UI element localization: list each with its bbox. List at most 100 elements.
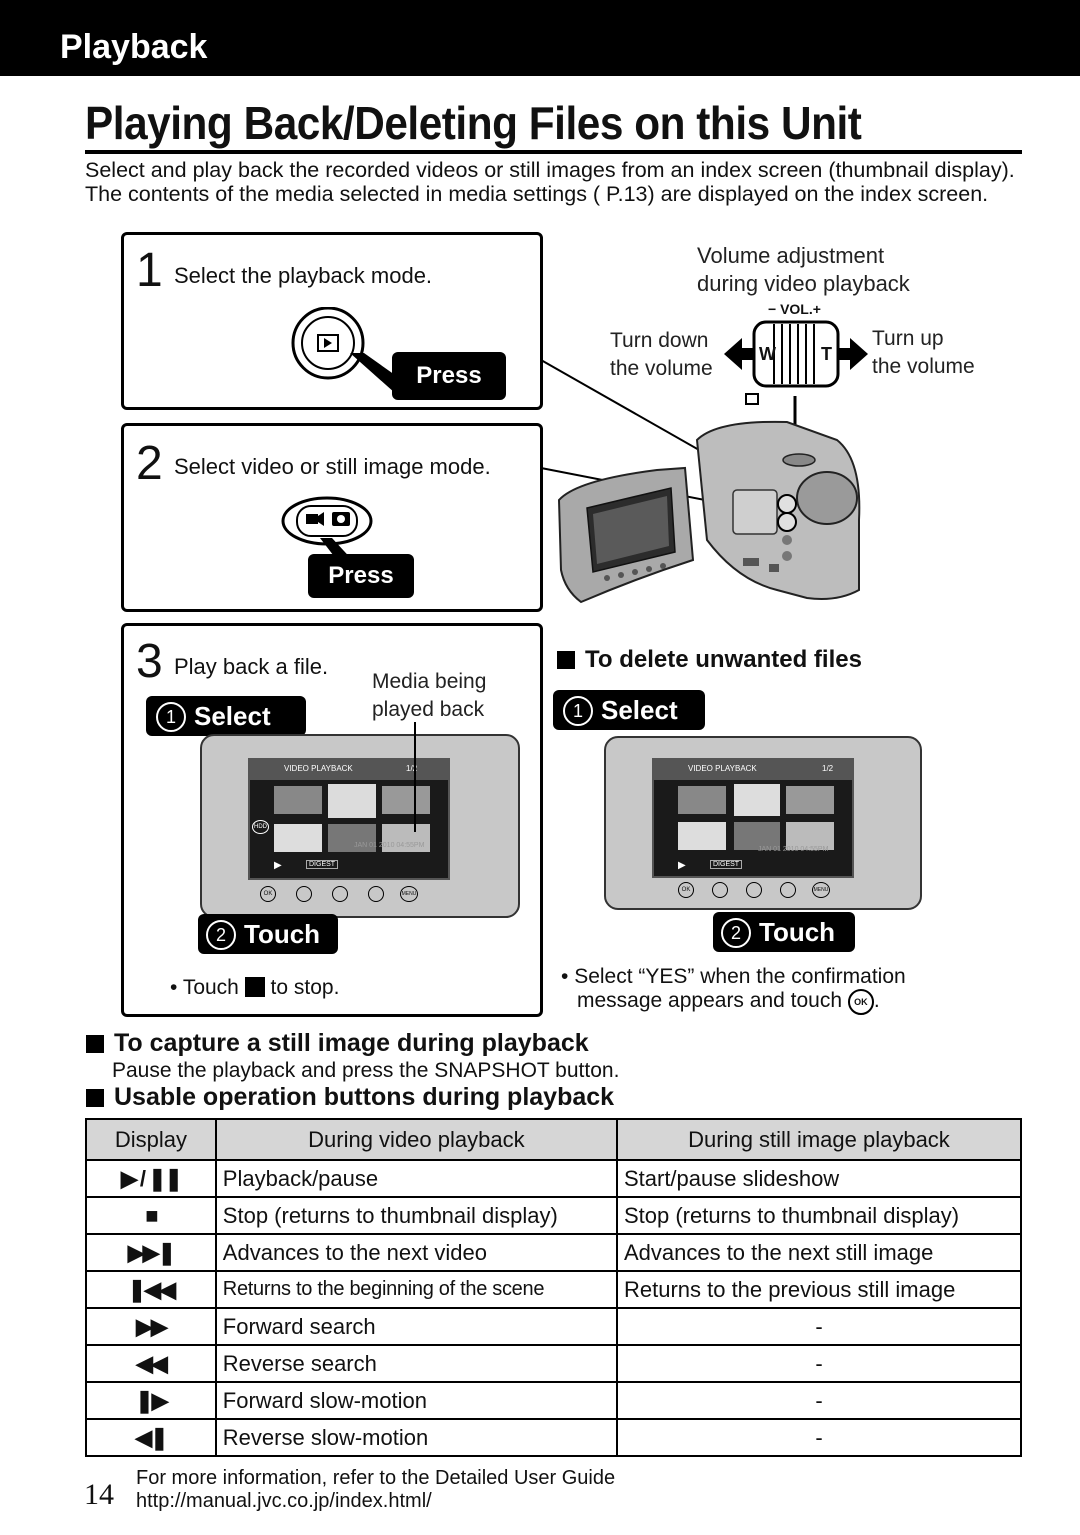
step3-note: • Touch to stop. xyxy=(170,976,340,999)
rewind-icon: ◀◀ xyxy=(85,1344,217,1383)
section-label: Playback xyxy=(60,28,208,66)
step2-number: 2 xyxy=(136,437,163,490)
delete-note-line2: message appears and touch OK. xyxy=(577,989,880,1015)
delete-screen-page: 1/2 xyxy=(822,764,834,773)
step1-press-label: Press xyxy=(392,352,506,400)
turn-down-line2: the volume xyxy=(610,357,713,380)
video-cell: Playback/pause xyxy=(214,1159,618,1198)
table-row: ▶▶❚ Advances to the next video Advances … xyxy=(85,1233,1023,1272)
screen-button-4[interactable] xyxy=(368,886,384,902)
delete-screen-button-3[interactable] xyxy=(746,882,762,898)
delete-trash-button[interactable] xyxy=(780,882,796,898)
delete-screen-button-2[interactable] xyxy=(712,882,728,898)
delete-screen-digest-button[interactable]: DIGEST xyxy=(710,860,743,869)
turn-up-line1: Turn up xyxy=(872,327,944,350)
screen-menu-button[interactable]: MENU xyxy=(400,886,418,902)
screen-ok-button[interactable]: OK xyxy=(260,886,276,902)
fast-forward-icon: ▶▶ xyxy=(85,1307,217,1346)
screen-button-2[interactable] xyxy=(296,886,312,902)
screen-digest-button[interactable]: DIGEST xyxy=(306,860,339,869)
page-title: Playing Back/Deleting Files on this Unit xyxy=(85,97,862,149)
screen-title: VIDEO PLAYBACK xyxy=(284,764,353,773)
lcd-screen-delete: VIDEO PLAYBACK 1/2 JAN 01 2010 04:55PM ▶… xyxy=(604,736,922,910)
still-cell: Returns to the previous still image xyxy=(615,1270,1023,1309)
video-cell: Stop (returns to thumbnail display) xyxy=(214,1196,618,1235)
number-1-icon: 1 xyxy=(156,702,186,732)
lever-t-label: T xyxy=(821,344,832,364)
table-row: ❚◀◀ Returns to the beginning of the scen… xyxy=(85,1270,1023,1309)
delete-select-pill: 1 Select xyxy=(553,690,705,730)
table-header-row: Display During video playback During sti… xyxy=(85,1118,1023,1161)
lcd-screen-step3: VIDEO PLAYBACK 1/2 JAN 01 2010 04:55PM H… xyxy=(200,734,520,918)
still-cell: - xyxy=(615,1381,1023,1420)
turn-down-line1: Turn down xyxy=(610,329,709,352)
table-row: ■ Stop (returns to thumbnail display) St… xyxy=(85,1196,1023,1235)
media-label-line: Media being played back xyxy=(372,670,487,721)
ok-button-icon: OK xyxy=(847,989,874,1015)
delete-screen-date: JAN 01 2010 04:55PM xyxy=(758,846,829,853)
note-touch: Touch xyxy=(182,976,239,999)
screen-button-3[interactable] xyxy=(332,886,348,902)
video-still-mode-button-icon[interactable] xyxy=(280,496,374,548)
delete-screen-title: VIDEO PLAYBACK xyxy=(688,764,757,773)
delete-ok-button[interactable]: OK xyxy=(678,882,694,898)
screen-hdd-icon[interactable]: HDD xyxy=(252,820,269,834)
volume-heading-line2: during video playback xyxy=(697,271,910,296)
video-cell: Reverse search xyxy=(214,1344,618,1383)
slow-forward-icon: ❚▶ xyxy=(85,1381,217,1420)
lever-w-label: W xyxy=(759,344,776,364)
header-still: During still image playback xyxy=(615,1118,1023,1161)
number-1-icon: 1 xyxy=(563,696,593,726)
table-row: ▶ / ❚❚ Playback/pause Start/pause slides… xyxy=(85,1159,1023,1198)
stop-icon xyxy=(244,977,265,997)
delete-menu-button[interactable]: MENU xyxy=(812,882,830,898)
capture-heading-text: To capture a still image during playback xyxy=(114,1029,589,1057)
screen-play-icon[interactable]: ▶ xyxy=(274,860,282,871)
step2-text: Select video or still image mode. xyxy=(174,454,491,479)
footer-url[interactable]: http://manual.jvc.co.jp/index.html/ xyxy=(136,1490,432,1512)
step1-number: 1 xyxy=(136,244,163,297)
intro-paragraph: Select and play back the recorded videos… xyxy=(85,158,1015,206)
step3-text: Play back a file. xyxy=(174,654,329,679)
step1-text: Select the playback mode. xyxy=(174,263,433,288)
page-number: 14 xyxy=(84,1478,114,1511)
table-row: ◀◀ Reverse search - xyxy=(85,1344,1023,1383)
stop-icon: ■ xyxy=(85,1196,217,1235)
delete-select-label: Select xyxy=(601,695,678,725)
note-stop: to stop. xyxy=(270,976,340,999)
touch-label: Touch xyxy=(244,919,321,949)
section-banner xyxy=(0,0,1080,76)
number-2-icon: 2 xyxy=(206,920,236,950)
screen-date: JAN 01 2010 04:55PM xyxy=(354,842,425,849)
delete-screen-play-icon[interactable]: ▶ xyxy=(678,860,686,871)
step1-box: 1 Select the playback mode. Press xyxy=(121,232,543,410)
still-cell: Stop (returns to thumbnail display) xyxy=(615,1196,1023,1235)
step3-number: 3 xyxy=(136,635,163,688)
zoom-volume-lever-icon[interactable] xyxy=(722,318,872,408)
vol-label: − VOL.+ xyxy=(768,301,821,317)
playback-mode-button-icon[interactable] xyxy=(290,307,370,387)
step2-box: 2 Select video or still image mode. Pres… xyxy=(121,423,543,612)
media-pointer-line xyxy=(414,722,416,832)
still-cell: - xyxy=(615,1344,1023,1383)
square-bullet-icon xyxy=(557,651,575,669)
step3-touch-pill: 2 Touch xyxy=(198,914,338,954)
slow-reverse-icon: ◀❚ xyxy=(85,1418,217,1457)
step3-box: 3 Play back a file. Media being played b… xyxy=(121,623,543,1017)
footer-line1: For more information, refer to the Detai… xyxy=(136,1467,616,1489)
video-cell: Forward search xyxy=(214,1307,618,1346)
header-display: Display xyxy=(85,1118,217,1161)
header-video: During video playback xyxy=(214,1118,618,1161)
turn-up-line2: the volume xyxy=(872,355,975,378)
screen-page: 1/2 xyxy=(406,764,418,773)
title-underline xyxy=(85,150,1022,154)
skip-previous-icon: ❚◀◀ xyxy=(85,1270,217,1309)
delete-heading: To delete unwanted files xyxy=(557,646,862,674)
still-cell: Advances to the next still image xyxy=(615,1233,1023,1272)
number-2-icon: 2 xyxy=(721,918,751,948)
square-bullet-icon xyxy=(86,1035,104,1053)
delete-heading-text: To delete unwanted files xyxy=(585,646,862,673)
skip-next-icon: ▶▶❚ xyxy=(85,1233,217,1272)
